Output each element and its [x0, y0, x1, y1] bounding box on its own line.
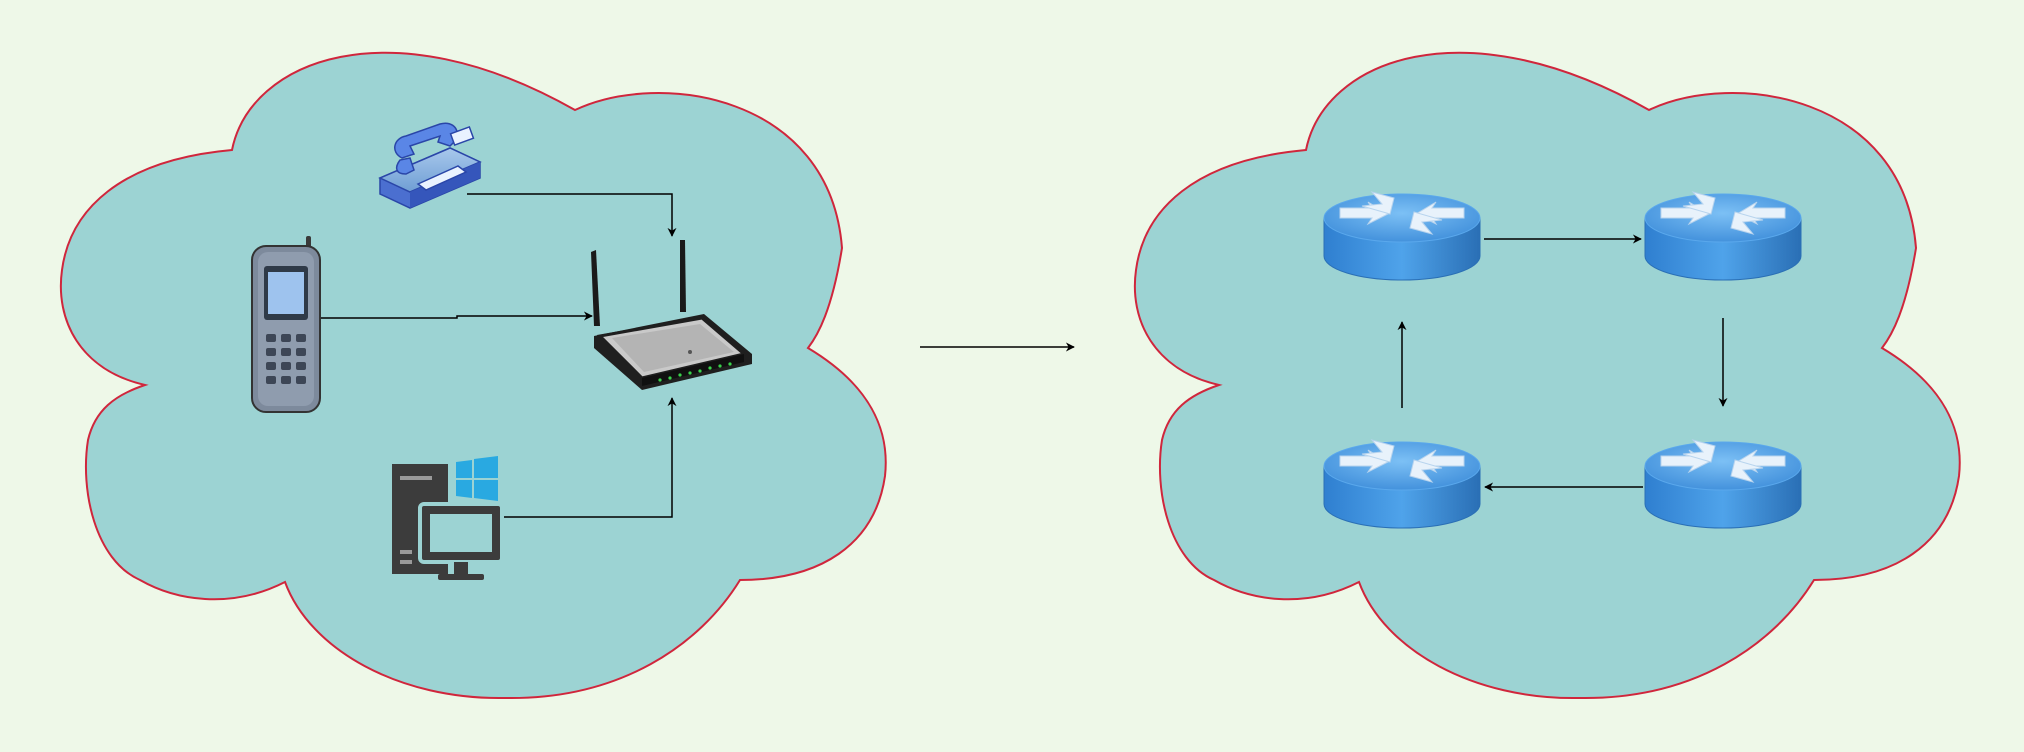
router-icon	[1644, 439, 1802, 529]
right-cloud-edges	[1397, 234, 1728, 492]
router-icon	[1323, 191, 1481, 281]
left-cloud-shape	[59, 51, 887, 700]
router-icon	[1323, 439, 1481, 529]
desk-telephone-icon	[378, 122, 482, 209]
edge-mobile-to-wifi	[320, 311, 593, 321]
edge-computer-to-wifi	[497, 397, 677, 518]
mobile-phone-icon	[251, 236, 321, 413]
left-cloud	[59, 51, 887, 700]
left-cloud-edges	[320, 193, 677, 518]
router-icon	[1644, 191, 1802, 281]
windows-pc-icon	[392, 456, 504, 580]
wireless-router-icon	[591, 240, 752, 390]
edge-phone-to-wifi	[467, 193, 677, 237]
